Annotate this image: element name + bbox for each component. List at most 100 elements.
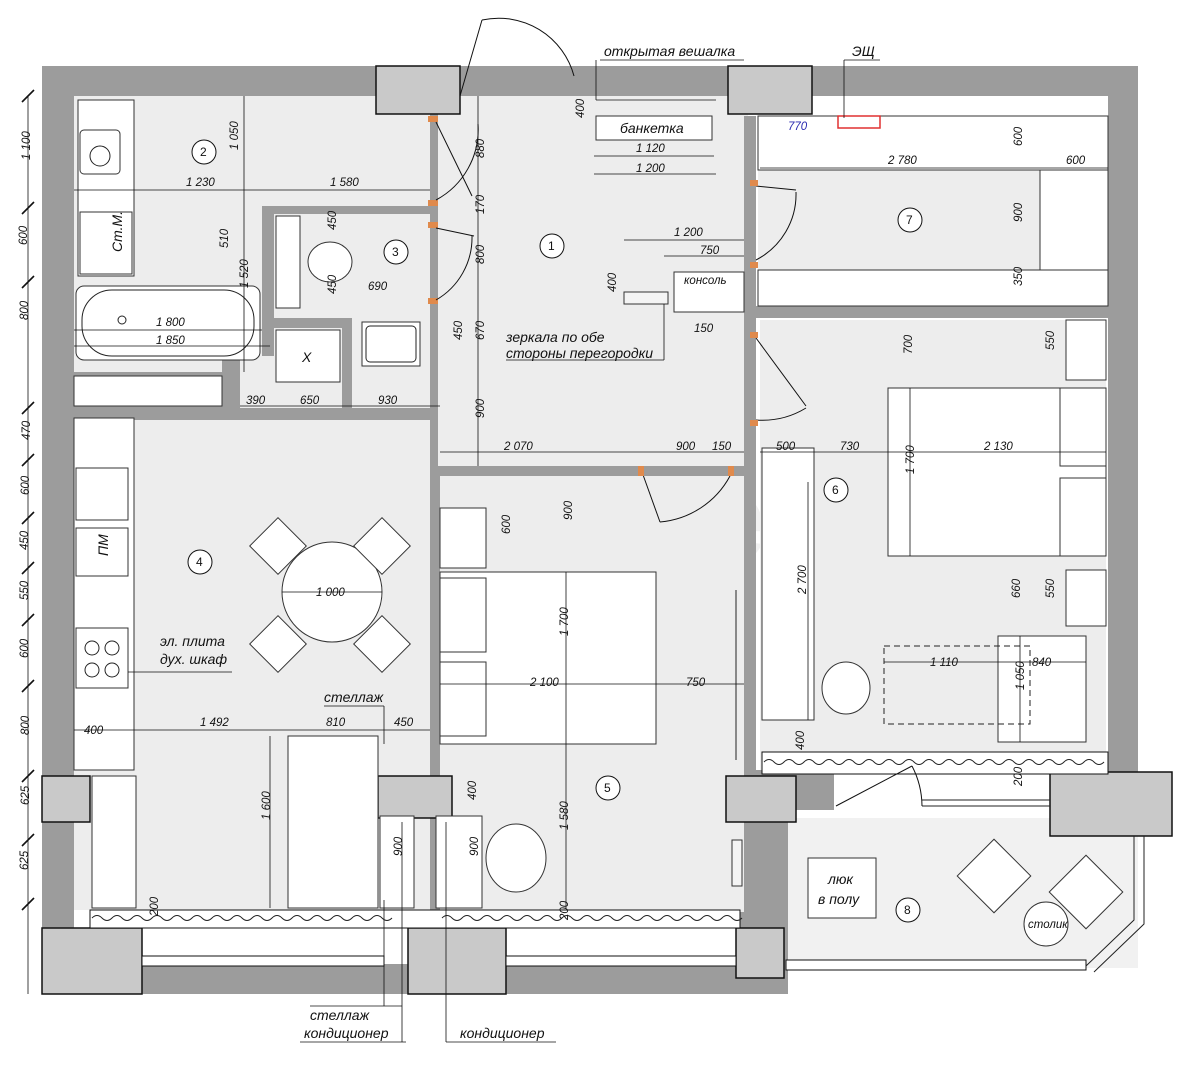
- dimension-label: 510: [219, 228, 231, 248]
- dimension-label: 1 700: [559, 607, 571, 636]
- dimension-label: 450: [327, 210, 339, 230]
- dimension-label: 150: [694, 323, 714, 335]
- room-marker-4: 4: [187, 549, 213, 575]
- dimension-label: 200: [1013, 766, 1025, 787]
- dimension-label: 1 100: [21, 131, 33, 160]
- room-marker-7: 7: [897, 207, 923, 233]
- dimension-label: 625: [20, 785, 32, 805]
- dimension-label: 450: [453, 320, 465, 340]
- panel-label: ЭЩ: [852, 43, 875, 59]
- washer-label: Ст.М.: [109, 211, 125, 252]
- dimension-label: 2 130: [983, 441, 1013, 453]
- dimension-label: 6: [832, 483, 839, 497]
- dimension-label: 900: [1013, 202, 1025, 222]
- dimension-label: 700: [903, 334, 915, 354]
- dimension-label: 3: [392, 245, 399, 259]
- dimension-label: 550: [1045, 330, 1057, 350]
- dimension-ticks: [21, 89, 35, 911]
- mirrors-label-2: стороны перегородки: [506, 345, 653, 361]
- dimension-label: 350: [1013, 266, 1025, 286]
- dimension-label: 400: [607, 272, 619, 292]
- room-markers: 1 2 3 4 5 6 7 8: [187, 139, 923, 923]
- dimension-label: 750: [700, 245, 720, 257]
- dimension-label: 670: [475, 320, 487, 340]
- dimension-label: 625: [19, 850, 31, 870]
- windows: [89, 751, 1145, 973]
- dimension-label: 7: [906, 213, 913, 227]
- dimension-label: 880: [475, 138, 487, 158]
- shelf-label-bottom: стеллаж: [310, 1007, 371, 1023]
- dimension-label: 400: [467, 780, 479, 800]
- shaft-label: X: [301, 349, 312, 365]
- hatch-label-2: в полу: [818, 891, 860, 907]
- shelf-label-top: стеллаж: [324, 689, 385, 705]
- dimension-label: 1 050: [229, 121, 241, 150]
- dimension-label: 1 230: [186, 177, 215, 189]
- dimension-label: 900: [393, 836, 405, 856]
- dimension-label: 1 200: [674, 227, 703, 239]
- dimension-label: 170: [475, 194, 487, 214]
- dimension-label: 2 780: [887, 155, 917, 167]
- dimension-label: 8: [904, 903, 911, 917]
- dimension-label: 690: [368, 281, 388, 293]
- hatch-label-1: люк: [827, 871, 854, 887]
- dimension-label: 800: [19, 300, 31, 320]
- dimension-label: 390: [246, 395, 266, 407]
- dimension-label: 550: [1045, 578, 1057, 598]
- dimension-label: 600: [501, 514, 513, 534]
- dimension-label: 2: [200, 145, 207, 159]
- room-marker-2: 2: [191, 139, 217, 165]
- dimension-label: 1 110: [930, 657, 959, 669]
- dimension-label: 1 120: [636, 143, 665, 155]
- dimension-label: 800: [475, 244, 487, 264]
- dimension-label: 2 070: [503, 441, 533, 453]
- room-marker-1: 1: [539, 233, 565, 259]
- table-label: столик: [1028, 919, 1068, 931]
- dimension-label: 150: [712, 441, 732, 453]
- console-label: консоль: [684, 275, 727, 287]
- dimension-label: 770: [788, 121, 808, 133]
- annotations: открытая вешалка ЭЩ банкетка консоль зер…: [95, 43, 1068, 1041]
- bench-label: банкетка: [620, 120, 684, 136]
- dimension-label: 200: [559, 900, 571, 921]
- mirrors-label-1: зеркала по обе: [505, 329, 605, 345]
- room-marker-3: 3: [383, 239, 409, 265]
- dimension-label: 800: [20, 715, 32, 735]
- dimension-label: 1 200: [636, 163, 665, 175]
- bedroom-furniture: [761, 319, 1107, 743]
- dimension-label: 600: [18, 225, 30, 245]
- dimension-label: 600: [20, 475, 32, 495]
- dimension-label: 600: [19, 638, 31, 658]
- ac-label-left: кондиционер: [304, 1025, 389, 1041]
- dimension-label: 1 580: [559, 801, 571, 830]
- doors: [428, 17, 923, 807]
- dimension-label: 810: [326, 717, 346, 729]
- dimension-label: 450: [394, 717, 414, 729]
- dimension-label: 600: [1013, 126, 1025, 146]
- dimension-values: 1 100 600 800 470 600 450 550 600 800 62…: [18, 98, 1086, 921]
- dimension-label: 4: [196, 555, 203, 569]
- dimension-label: 1 050: [1015, 661, 1027, 690]
- dimension-label: 900: [475, 398, 487, 418]
- dimension-label: 900: [563, 500, 575, 520]
- dimension-lines: [27, 59, 1108, 1043]
- stove-label-1: эл. плита: [160, 633, 225, 649]
- dimension-label: 1 520: [239, 259, 251, 288]
- dimension-label: 2 700: [797, 565, 809, 595]
- dimension-label: 1 580: [330, 177, 359, 189]
- room-marker-8: 8: [895, 897, 921, 923]
- dimension-label: 730: [840, 441, 860, 453]
- coat-rack-label: открытая вешалка: [604, 43, 735, 59]
- dimension-label: 750: [686, 677, 706, 689]
- dimension-label: 1: [548, 239, 555, 253]
- dimension-label: 400: [84, 725, 104, 737]
- dimension-label: 450: [327, 274, 339, 294]
- dimension-label: 660: [1011, 578, 1023, 598]
- dimension-label: 2 100: [529, 677, 559, 689]
- dimension-label: 600: [1066, 155, 1086, 167]
- dimension-label: 1 000: [316, 587, 345, 599]
- dimension-label: 450: [19, 530, 31, 550]
- wardrobe-fixtures: [757, 115, 1109, 307]
- dimension-label: 900: [469, 836, 481, 856]
